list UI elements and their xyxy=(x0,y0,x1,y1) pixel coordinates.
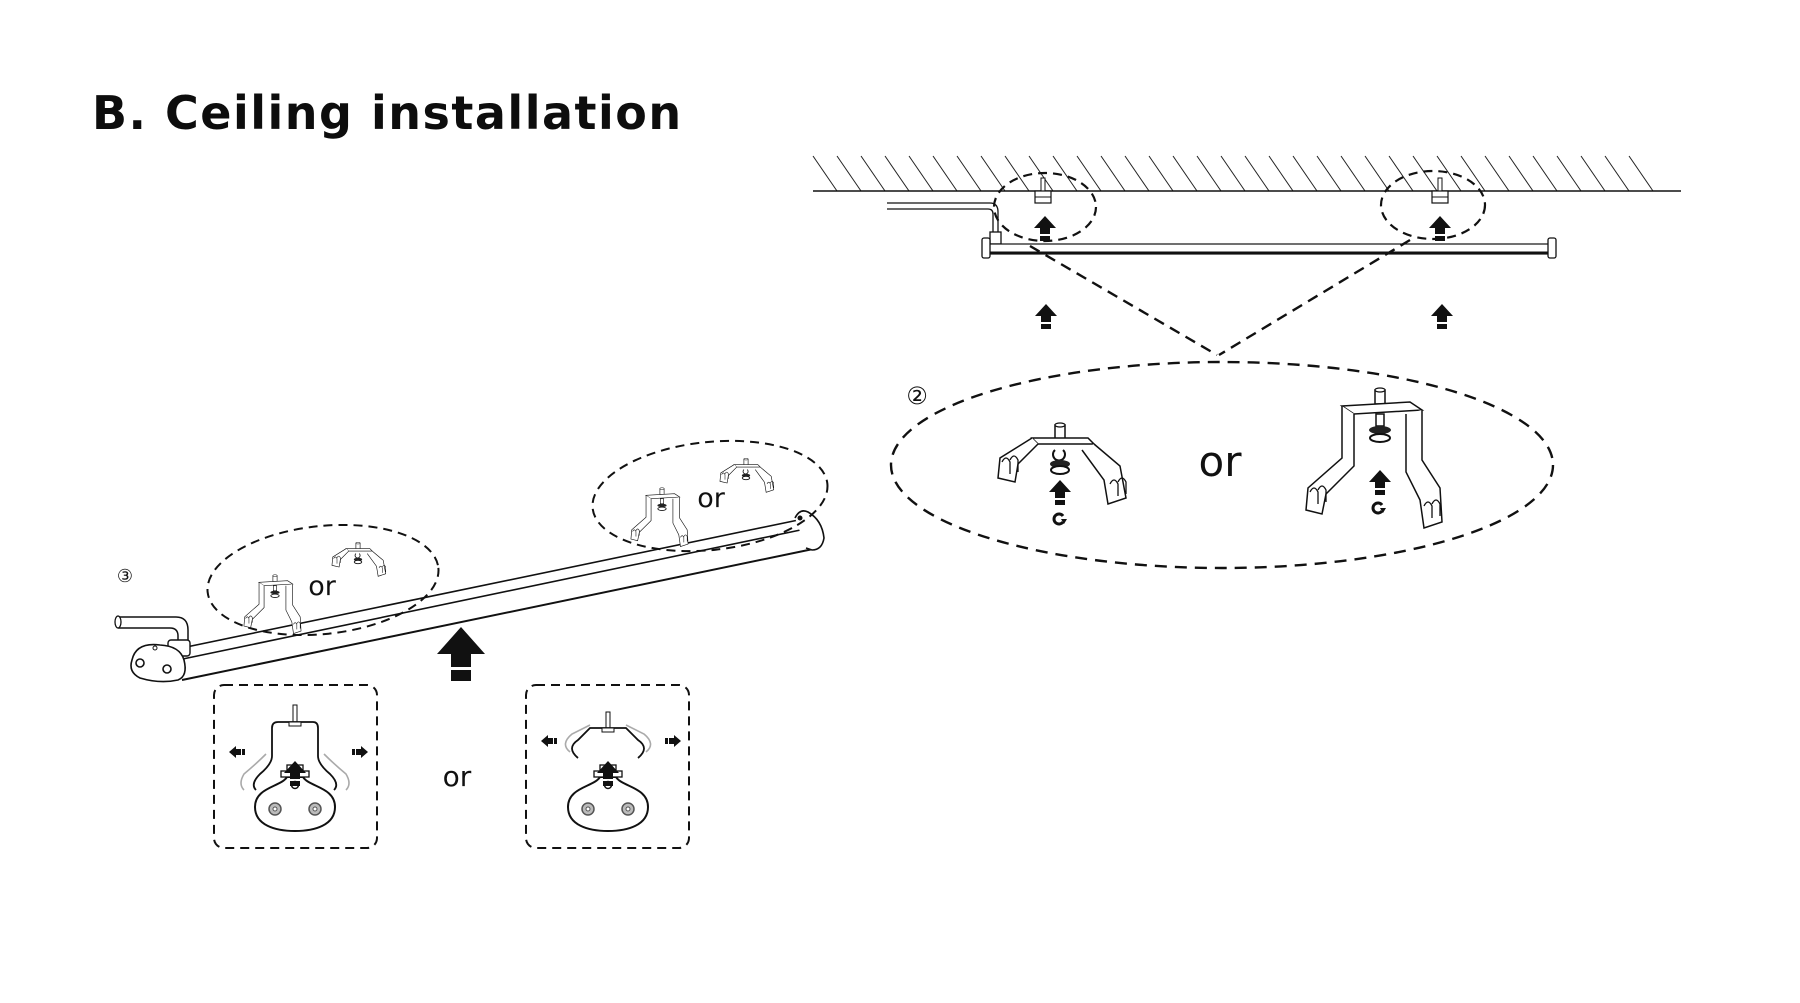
push-up-arrow-icon xyxy=(437,627,485,681)
hatch-line xyxy=(1532,155,1558,192)
ceiling-clip-right xyxy=(1431,177,1449,204)
hatch-line xyxy=(1268,155,1294,192)
hatch-line xyxy=(1100,155,1126,192)
detail-ellipse-right xyxy=(591,439,829,553)
hatch-line xyxy=(1244,155,1270,192)
left-arrow-icon xyxy=(541,735,557,747)
hatch-line xyxy=(1364,155,1390,192)
hatch-line xyxy=(1388,155,1414,192)
cable-gland xyxy=(989,231,1002,245)
hatch-line xyxy=(836,155,862,192)
power-cable xyxy=(887,202,999,232)
hatch-line xyxy=(1172,155,1198,192)
hatch-line xyxy=(1604,155,1630,192)
hatch-line xyxy=(1508,155,1534,192)
hatch-line xyxy=(1196,155,1222,192)
hatch-line xyxy=(884,155,910,192)
hatch-line xyxy=(1628,155,1654,192)
step2-or-label: or xyxy=(1199,437,1243,486)
hatch-line xyxy=(1292,155,1318,192)
step3-or-label-bottom: or xyxy=(443,760,472,793)
up-arrow-icon xyxy=(1431,304,1453,329)
page-title: B. Ceiling installation xyxy=(92,86,683,140)
hatch-line xyxy=(1148,155,1174,192)
push-up-arrow-icon xyxy=(1049,480,1071,505)
hatch-line xyxy=(1076,155,1102,192)
step2-detail-ellipse xyxy=(889,360,1555,570)
detail-circle-right xyxy=(1379,169,1487,241)
hatch-line xyxy=(812,155,838,192)
left-arrow-icon xyxy=(229,746,245,758)
clip-type-b-icon xyxy=(243,574,302,635)
ceiling-clip-left xyxy=(1034,177,1052,204)
detail-box-right xyxy=(525,684,690,849)
detail-circle-left xyxy=(992,171,1098,243)
step3-or-label-right: or xyxy=(697,483,726,514)
hatch-line xyxy=(1436,155,1462,192)
rotate-icon xyxy=(1052,512,1069,526)
end-cap-right xyxy=(1547,237,1557,259)
step2-number: ② xyxy=(906,382,928,410)
hatch-line xyxy=(932,155,958,192)
hatch-line xyxy=(1484,155,1510,192)
clip-type-b-icon xyxy=(630,487,689,548)
up-arrow-icon xyxy=(1034,216,1056,241)
hatch-line xyxy=(908,155,934,192)
step3-number: ③ xyxy=(117,566,133,587)
right-arrow-icon xyxy=(665,735,681,747)
clip-type-a-icon xyxy=(331,541,387,577)
cable-pipe xyxy=(118,627,179,645)
hatch-line xyxy=(980,155,1006,192)
clip-type-a-icon xyxy=(719,457,775,493)
detail-ellipse-left xyxy=(206,523,440,637)
hatch-line xyxy=(1004,155,1030,192)
hatch-line xyxy=(1124,155,1150,192)
fixture-perspective xyxy=(114,510,825,683)
hatch-line xyxy=(1340,155,1366,192)
end-cap-right xyxy=(794,510,825,551)
hatch-line xyxy=(1460,155,1486,192)
callout-line-left xyxy=(1029,244,1218,357)
right-arrow-icon xyxy=(352,746,368,758)
push-up-arrow-icon xyxy=(1369,470,1391,495)
rotate-icon xyxy=(1371,501,1388,515)
callout-line-right xyxy=(1218,238,1411,357)
ceiling xyxy=(812,155,1681,192)
hatch-line xyxy=(1556,155,1582,192)
hatch-line xyxy=(1412,155,1438,192)
hatch-line xyxy=(1316,155,1342,192)
hatch-line xyxy=(956,155,982,192)
end-cap-left xyxy=(981,237,991,259)
ceiling-hatch xyxy=(812,155,1654,192)
hatch-line xyxy=(1052,155,1078,192)
hatch-line xyxy=(1580,155,1606,192)
hatch-line xyxy=(1220,155,1246,192)
end-cap-left xyxy=(130,643,186,683)
step3-or-label-left: or xyxy=(308,571,337,602)
detail-box-left xyxy=(213,684,378,849)
hatch-line xyxy=(860,155,886,192)
up-arrow-icon xyxy=(1035,304,1057,329)
fixture-side-view xyxy=(981,237,1557,259)
